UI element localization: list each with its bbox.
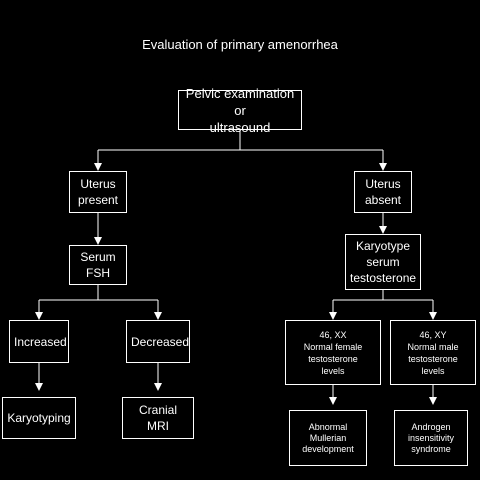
node-serum-fsh: Serum FSH (69, 245, 127, 285)
node-androgen-insensitivity-syndrome: Androgen insensitivity syndrome (394, 410, 468, 466)
node-abnormal-mullerian-development-label: Abnormal Mullerian development (302, 421, 354, 454)
node-cranial-mri-label: Cranial MRI (138, 403, 177, 433)
node-increased: Increased (9, 320, 69, 363)
node-pelvic-examination-label: Pelvic examination or ultrasound (185, 85, 295, 135)
node-serum-fsh-label: Serum FSH (80, 250, 116, 280)
node-androgen-insensitivity-syndrome-label: Androgen insensitivity syndrome (407, 421, 454, 454)
node-46xy-label: 46, XY Normal male testosterone levels (407, 329, 459, 376)
node-46xy: 46, XY Normal male testosterone levels (390, 320, 476, 385)
node-abnormal-mullerian-development: Abnormal Mullerian development (289, 410, 367, 466)
node-decreased: Decreased (126, 320, 190, 363)
node-46xx: 46, XX Normal female testosterone levels (285, 320, 381, 385)
node-karyotype-testosterone-label: Karyotype serum testosterone (350, 239, 417, 285)
diagram-title: Evaluation of primary amenorrhea (142, 37, 338, 52)
node-cranial-mri: Cranial MRI (122, 397, 194, 439)
node-decreased-label: Decreased (131, 334, 190, 349)
node-karyotyping-label: Karyotyping (7, 411, 71, 425)
node-uterus-present-label: Uterus present (77, 177, 119, 207)
node-increased-label: Increased (14, 334, 67, 349)
node-pelvic-examination: Pelvic examination or ultrasound (178, 86, 302, 135)
node-46xx-label: 46, XX Normal female testosterone levels (303, 329, 363, 376)
node-uterus-absent-label: Uterus absent (364, 177, 402, 207)
node-uterus-absent: Uterus absent (354, 171, 412, 213)
node-uterus-present: Uterus present (69, 171, 127, 213)
node-karyotyping: Karyotyping (2, 397, 76, 439)
node-karyotype-testosterone: Karyotype serum testosterone (345, 234, 421, 290)
